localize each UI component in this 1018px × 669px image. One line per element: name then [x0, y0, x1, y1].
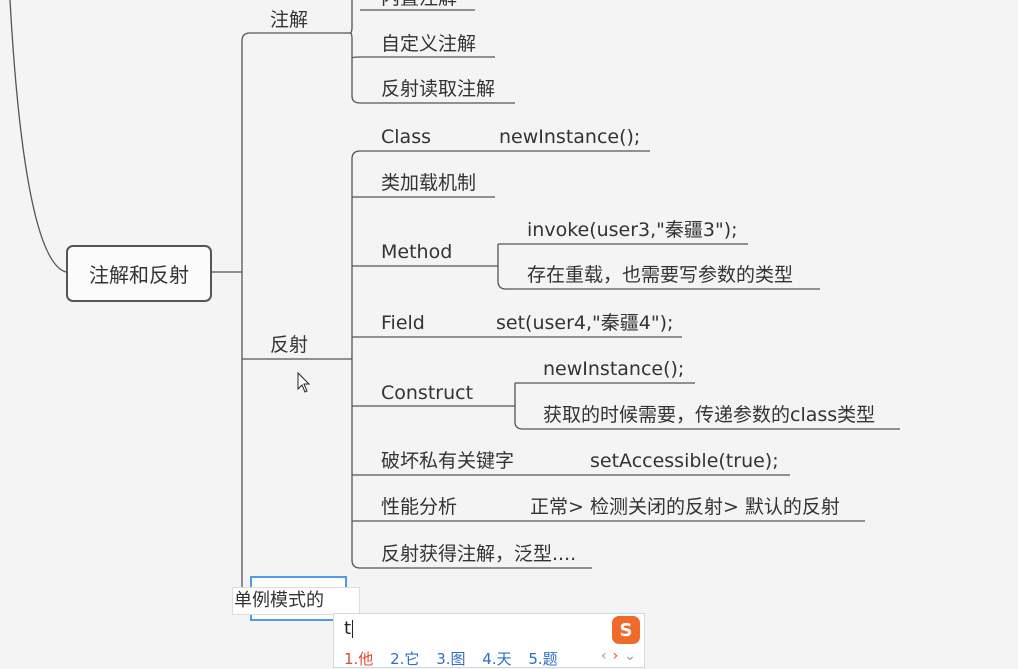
node-reflect-read-annotation[interactable]: 反射读取注解	[381, 78, 496, 100]
ime-candidate-window[interactable]: t S 1.他 2.它 3.图 4.天 5.题 ‹ › ⌄	[333, 613, 645, 668]
mouse-cursor-icon	[297, 372, 311, 393]
node-classloading[interactable]: 类加载机制	[381, 172, 477, 194]
node-construct-param[interactable]: 获取的时候需要，传递参数的class类型	[543, 404, 876, 426]
node-method[interactable]: Method	[381, 241, 453, 263]
node-construct[interactable]: Construct	[381, 382, 474, 404]
root-node-label: 注解和反射	[89, 263, 189, 287]
ime-candidates: 1.他 2.它 3.图 4.天 5.题	[344, 648, 570, 669]
root-node[interactable]: 注解和反射	[66, 245, 212, 302]
node-performance[interactable]: 性能分析	[381, 496, 458, 518]
ime-candidate[interactable]: 1.他	[344, 650, 374, 668]
ime-candidate[interactable]: 5.题	[528, 650, 558, 668]
ime-candidate[interactable]: 4.天	[482, 650, 512, 668]
prev-page-icon[interactable]: ‹	[601, 648, 607, 664]
node-performance-detail[interactable]: 正常> 检测关闭的反射> 默认的反射	[530, 496, 840, 518]
editing-node-input[interactable]: 单例模式的	[232, 587, 360, 615]
node-class[interactable]: Class	[381, 126, 431, 148]
ime-candidate[interactable]: 3.图	[436, 650, 466, 668]
node-set-accessible[interactable]: setAccessible(true);	[590, 450, 779, 472]
node-custom-annotation[interactable]: 自定义注解	[381, 33, 477, 55]
editing-node-text: 单例模式的	[234, 590, 324, 611]
node-reflect-generics[interactable]: 反射获得注解，泛型....	[381, 543, 577, 565]
node-break-private[interactable]: 破坏私有关键字	[381, 450, 515, 472]
ime-composition: t	[344, 618, 354, 639]
ime-input-text: t	[344, 618, 352, 639]
node-method-invoke[interactable]: invoke(user3,"秦疆3");	[527, 219, 738, 241]
sogou-logo-icon[interactable]: S	[612, 616, 640, 644]
node-field-detail[interactable]: set(user4,"秦疆4");	[496, 312, 674, 334]
node-builtin-annotation[interactable]: 内置注解	[381, 0, 457, 10]
branch-annotation[interactable]: 注解	[270, 9, 309, 31]
ime-caret	[352, 620, 354, 638]
ime-candidate[interactable]: 2.它	[390, 650, 420, 668]
node-field[interactable]: Field	[381, 312, 425, 334]
branch-reflection[interactable]: 反射	[270, 334, 309, 356]
next-page-icon[interactable]: ›	[612, 648, 619, 664]
node-class-detail[interactable]: newInstance();	[499, 126, 641, 148]
node-method-overload[interactable]: 存在重载，也需要写参数的类型	[527, 264, 794, 286]
node-construct-newinstance[interactable]: newInstance();	[543, 358, 685, 380]
ime-nav: ‹ › ⌄	[595, 648, 636, 664]
expand-candidates-icon[interactable]: ⌄	[624, 648, 636, 664]
